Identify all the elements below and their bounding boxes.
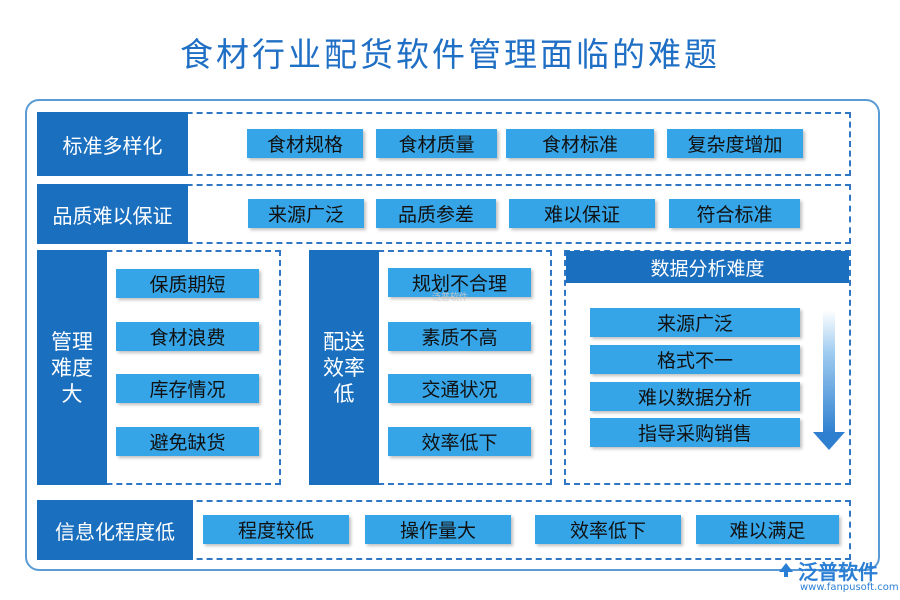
delivery-item-4: 效率低下 <box>388 427 531 456</box>
standard-item-3: 食材标准 <box>506 129 654 158</box>
info-item-2: 操作量大 <box>365 515 511 544</box>
brand-name: 泛普软件 <box>798 560 878 584</box>
management-item-1: 保质期短 <box>116 269 259 298</box>
info-item-4: 难以满足 <box>696 515 839 544</box>
delivery-panel-label: 配送效率低 <box>309 250 379 485</box>
quality-item-4: 符合标准 <box>669 199 800 228</box>
delivery-item-1: 规划不合理 <box>388 268 531 297</box>
quality-item-2: 品质参差 <box>376 199 496 228</box>
data-item-2: 格式不一 <box>590 345 800 374</box>
delivery-item-2: 素质不高 <box>388 322 531 351</box>
down-arrow-shaft <box>823 310 835 434</box>
info-row-label: 信息化程度低 <box>37 500 193 560</box>
management-item-2: 食材浪费 <box>116 322 259 351</box>
quality-item-3: 难以保证 <box>509 199 655 228</box>
management-item-3: 库存情况 <box>116 374 259 403</box>
management-panel-label: 管理难度大 <box>37 250 107 485</box>
data-item-1: 来源广泛 <box>590 308 800 337</box>
down-arrow-icon <box>813 432 845 450</box>
management-item-4: 避免缺货 <box>116 427 259 456</box>
brand-logo-icon <box>779 563 793 577</box>
management-panel-label-text: 管理难度大 <box>51 329 93 406</box>
data-item-4: 指导采购销售 <box>590 418 800 447</box>
page-title: 食材行业配货软件管理面临的难题 <box>180 35 720 74</box>
quality-item-1: 来源广泛 <box>248 199 364 228</box>
quality-row-label: 品质难以保证 <box>37 184 188 244</box>
standard-item-4: 复杂度增加 <box>667 129 803 158</box>
delivery-panel-label-text: 配送效率低 <box>323 329 365 406</box>
data-item-3: 难以数据分析 <box>590 382 800 411</box>
standard-item-1: 食材规格 <box>247 129 363 158</box>
standard-item-2: 食材质量 <box>376 129 497 158</box>
delivery-item-3: 交通状况 <box>388 374 531 403</box>
info-item-1: 程度较低 <box>203 515 349 544</box>
info-item-3: 效率低下 <box>535 515 681 544</box>
standard-row-label: 标准多样化 <box>37 112 188 176</box>
center-watermark: 泛普软件 <box>431 293 468 303</box>
brand-url: www.fanpusoft.com <box>800 582 899 593</box>
data-panel-label: 数据分析难度 <box>566 251 849 283</box>
